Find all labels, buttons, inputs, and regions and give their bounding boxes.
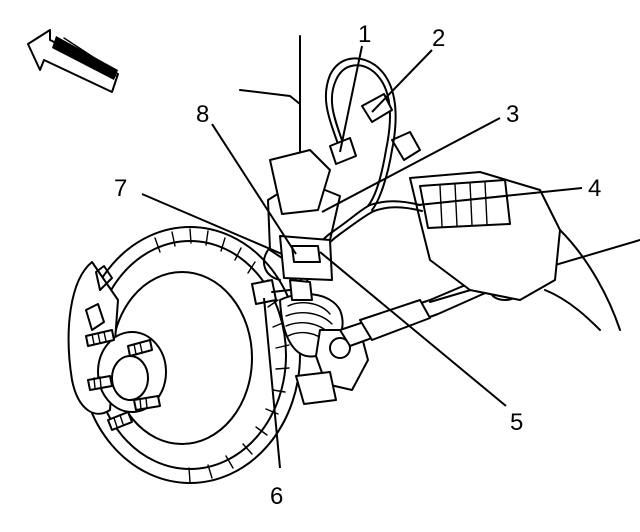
frame-crossmember bbox=[391, 131, 621, 331]
callout-numbers: 1 2 3 4 5 6 7 8 bbox=[114, 21, 601, 510]
callout-7: 7 bbox=[114, 175, 127, 202]
callout-6: 6 bbox=[270, 483, 283, 510]
hub-assembly bbox=[67, 261, 167, 431]
callout-3: 3 bbox=[506, 101, 519, 128]
leader-7 bbox=[141, 193, 283, 255]
sensor-harness bbox=[263, 57, 423, 293]
leader-6 bbox=[263, 297, 281, 469]
callout-1: 1 bbox=[358, 21, 371, 48]
leader-1 bbox=[339, 45, 363, 153]
leader-8 bbox=[211, 123, 297, 255]
leader-2 bbox=[371, 49, 433, 113]
direction-arrow-icon bbox=[27, 29, 119, 93]
callout-leaders bbox=[141, 45, 583, 469]
lug-studs bbox=[85, 329, 161, 431]
callout-4: 4 bbox=[588, 175, 601, 202]
speed-sensor-connector bbox=[251, 279, 313, 305]
brake-rotor bbox=[79, 226, 301, 484]
callout-5: 5 bbox=[510, 409, 523, 436]
callout-8: 8 bbox=[196, 101, 209, 128]
leader-4 bbox=[417, 187, 583, 206]
leader-3 bbox=[321, 117, 501, 213]
upper-bracket bbox=[239, 35, 331, 215]
callout-2: 2 bbox=[432, 25, 445, 52]
leader-5 bbox=[319, 251, 507, 407]
